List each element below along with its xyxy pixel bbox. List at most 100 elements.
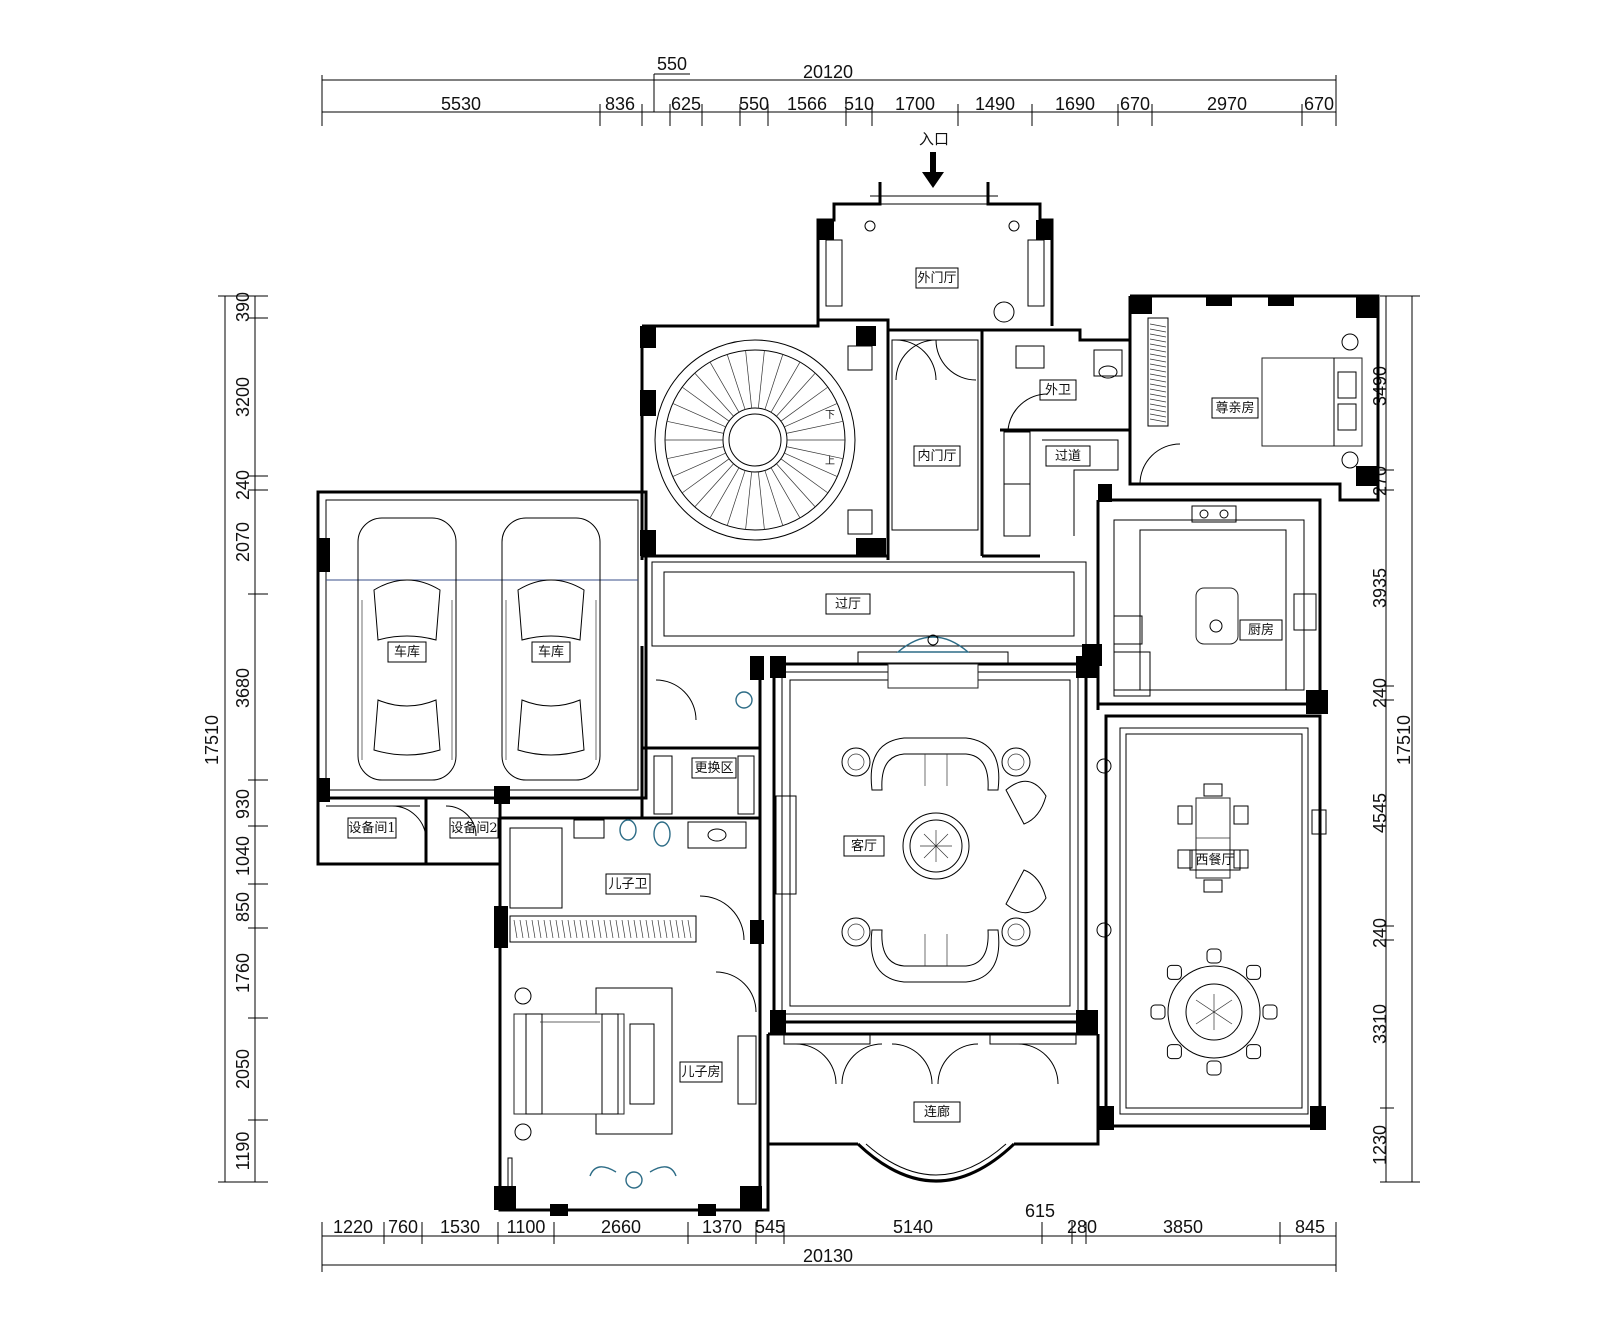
- right-dim-seg: 1230: [1370, 1125, 1390, 1165]
- room-label-son-wc: 儿子卫: [608, 877, 647, 892]
- armchair-icon: [1005, 780, 1047, 825]
- top-dim-seg: 1566: [787, 94, 827, 114]
- chair-icon: [1150, 1004, 1166, 1020]
- bottom-dim-seg: 545: [755, 1217, 785, 1237]
- top-dim-seg: 670: [1304, 94, 1334, 114]
- top-dim-seg: 510: [844, 94, 874, 114]
- living-room: 客厅: [770, 634, 1098, 1034]
- top-dim-seg: 670: [1120, 94, 1150, 114]
- room-label-elder-room: 尊亲房: [1215, 400, 1254, 416]
- passage-hall: 过厅: [651, 561, 1087, 647]
- entrance-marker: 入口: [919, 130, 949, 188]
- round-chairs: [1150, 948, 1278, 1076]
- chair-icon: [1246, 1044, 1262, 1060]
- son-wing-upper: 更换区 儿子卫: [500, 646, 764, 1200]
- side-table-icon: [841, 917, 871, 947]
- room-label-son-room: 儿子房: [681, 1064, 720, 1080]
- left-dim-seg: 3680: [233, 668, 253, 708]
- right-dim-overall: 17510: [1394, 715, 1414, 765]
- fireplace: [887, 663, 979, 689]
- stair-treads: [665, 350, 845, 530]
- top-dim-seg: 836: [605, 94, 635, 114]
- stair-hall: 下 上: [640, 318, 890, 560]
- bottom-dim-seg: 280: [1067, 1217, 1097, 1237]
- stair-up-mark: 上: [825, 455, 835, 467]
- bottom-dim-seg: 1530: [440, 1217, 480, 1237]
- armchair-icon: [1005, 869, 1047, 914]
- side-table-icon: [841, 747, 871, 777]
- top-dim-seg: 625: [671, 94, 701, 114]
- top-dim-seg: 2970: [1207, 94, 1247, 114]
- right-dim-seg: 240: [1370, 678, 1390, 708]
- room-label-garage-1: 车库: [394, 644, 420, 660]
- bed-icon: [513, 1013, 625, 1115]
- right-dim-seg: 3490: [1370, 366, 1390, 406]
- left-dim-seg: 390: [233, 292, 253, 322]
- equipment-rooms: 设备间1 设备间2: [316, 796, 502, 866]
- chair-icon: [1166, 1044, 1182, 1060]
- left-dim-seg: 1190: [233, 1132, 253, 1171]
- stair-down-mark: 下: [825, 410, 835, 421]
- left-dim-seg: 2070: [233, 522, 253, 562]
- round-table-icon: [1150, 948, 1278, 1076]
- left-dim-seg: 2050: [233, 1049, 253, 1089]
- chair-icon: [1206, 948, 1222, 964]
- left-dim-seg: 930: [233, 789, 253, 819]
- kitchen-island: [1195, 587, 1239, 645]
- sofa-icon: [870, 737, 1000, 791]
- left-dim-overall: 17510: [202, 715, 222, 765]
- side-table-icon: [1001, 917, 1031, 947]
- room-label-inner-hall: 内门厅: [917, 448, 956, 464]
- right-dim-seg: 4545: [1370, 793, 1390, 833]
- elder-wardrobe: [1149, 323, 1167, 423]
- room-label-garage-2: 车库: [538, 644, 564, 660]
- bottom-dimensions: 1220 760 1530 1100 2660 1370 545 5140 61…: [321, 1201, 1337, 1272]
- bottom-dim-extra: 615: [1025, 1201, 1055, 1221]
- left-dimensions: 17510 390 3200 240 2070 3680 930 1040 85…: [202, 292, 268, 1183]
- room-label-outer-hall: 外门厅: [917, 271, 956, 286]
- entrance-label: 入口: [919, 130, 949, 148]
- top-dimensions: 20120 550 5530 836 625 550 1566 510 1700…: [321, 54, 1337, 126]
- elder-room: 尊亲房: [1128, 294, 1380, 502]
- left-dim-seg: 240: [233, 470, 253, 500]
- entrance-arrow-icon: [922, 172, 944, 188]
- room-label-changing: 更换区: [694, 761, 733, 776]
- chair-icon: [1206, 1060, 1222, 1076]
- side-table-icon: [1001, 747, 1031, 777]
- bottom-dim-seg: 3850: [1163, 1217, 1203, 1237]
- top-dim-seg: 1700: [895, 94, 935, 114]
- sofa-icon: [870, 929, 1000, 983]
- top-dim-seg: 550: [739, 94, 769, 114]
- bottom-dim-seg: 1100: [507, 1217, 546, 1237]
- room-label-guest-wc: 外卫: [1045, 383, 1071, 398]
- top-dim-seg: 1690: [1055, 94, 1095, 114]
- chair-icon: [1166, 964, 1182, 980]
- bottom-dim-seg: 1220: [333, 1217, 373, 1237]
- coffee-table-icon: [902, 812, 970, 880]
- right-dim-seg: 240: [1370, 918, 1390, 948]
- left-dim-seg: 850: [233, 892, 253, 922]
- chair-icon: [1246, 964, 1262, 980]
- dining-room: 西餐厅: [1098, 714, 1327, 1130]
- room-label-veranda: 连廊: [924, 1104, 950, 1120]
- guest-wc-block: 外卫 过道: [982, 328, 1132, 558]
- room-label-corridor: 过道: [1055, 449, 1081, 464]
- bottom-dim-seg: 845: [1295, 1217, 1325, 1237]
- room-label-equip-2: 设备间2: [450, 820, 497, 836]
- top-dim-overall: 20120: [803, 62, 853, 82]
- inner-hall: 内门厅: [888, 328, 984, 556]
- kitchen: 厨房: [1096, 484, 1324, 714]
- room-label-dining: 西餐厅: [1195, 852, 1234, 868]
- right-dim-seg: 3935: [1370, 568, 1390, 608]
- bottom-dim-seg: 760: [388, 1217, 418, 1237]
- right-dim-seg: 3310: [1370, 1004, 1390, 1044]
- top-dim-seg: 5530: [441, 94, 481, 114]
- dining-table-icon: [1177, 783, 1249, 893]
- son-room: 儿子房: [494, 818, 770, 1216]
- armchair-icon: [589, 1166, 677, 1177]
- room-label-kitchen: 厨房: [1248, 622, 1274, 638]
- chair-icon: [1262, 1004, 1278, 1020]
- left-dim-seg: 1760: [233, 953, 253, 993]
- outer-hall: 外门厅: [816, 182, 1054, 326]
